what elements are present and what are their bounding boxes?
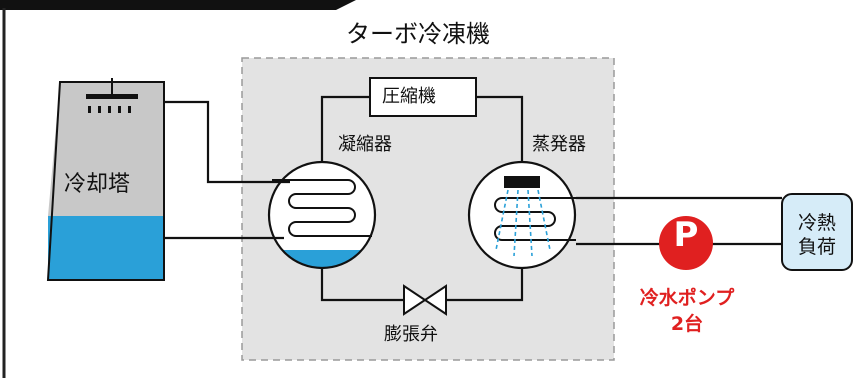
pump-symbol: P (673, 215, 699, 255)
cooling-tower-label: 冷却塔 (64, 172, 131, 197)
cooling-load-label: 冷熱 負荷 (797, 212, 836, 258)
evaporator-icon (467, 160, 577, 270)
chiller-title: ターボ冷凍機 (346, 20, 490, 48)
refrigerant-pipe-bottom-right (446, 262, 524, 302)
refrigerant-pipe-right (476, 95, 524, 168)
pump-label: 冷水ポンプ 2台 (639, 287, 735, 335)
condenser-label: 凝縮器 (338, 134, 392, 155)
pump-icon (659, 216, 713, 270)
compressor-box (369, 77, 477, 117)
expansion-valve-icon (403, 284, 447, 316)
condenser-water-pipe-top (164, 100, 290, 184)
cooling-load-box (781, 193, 853, 271)
expansion-valve-label: 膨張弁 (384, 324, 438, 345)
top-bar (0, 0, 356, 10)
refrigerant-pipe-bottom (320, 262, 404, 302)
refrigerant-pipe-left (320, 95, 370, 168)
compressor-label: 圧縮機 (382, 86, 436, 107)
cooling-tower-icon (46, 78, 165, 281)
evaporator-label: 蒸発器 (532, 134, 586, 155)
